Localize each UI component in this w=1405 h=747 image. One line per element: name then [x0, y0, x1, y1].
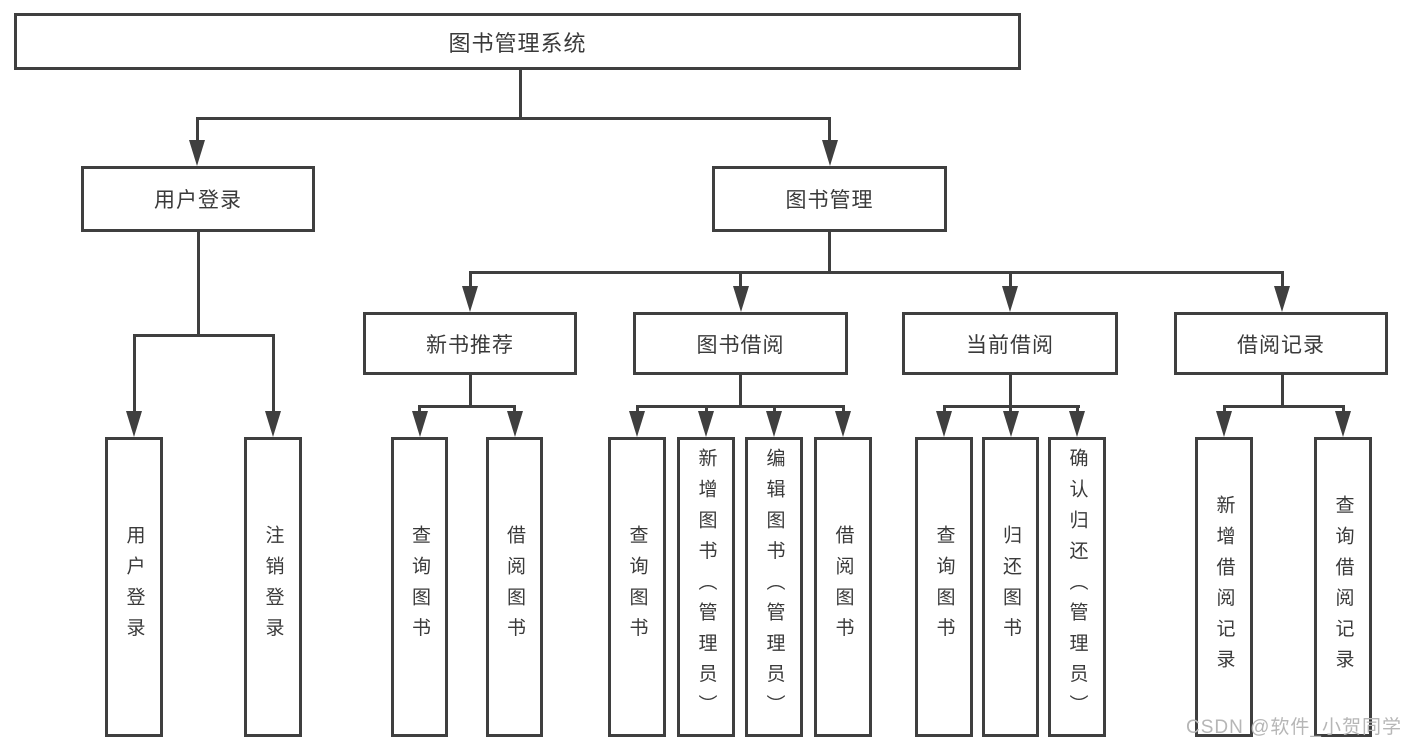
leaf-query-books-borrow-label: 查询图书: [626, 525, 648, 649]
arrowhead-leaf: [698, 411, 714, 437]
arrowhead-leaf-user-login: [126, 411, 142, 437]
node-user-login-label: 用户登录: [154, 189, 242, 212]
leaf-confirm-return-admin-label: 确认归还（管理员）: [1066, 448, 1088, 726]
leaf-user-login-label: 用户登录: [123, 525, 145, 649]
arrowhead-borrow-records: [1274, 286, 1290, 312]
arrowhead-leaf-logout: [265, 411, 281, 437]
leaf-query-books-recommend-label: 查询图书: [409, 525, 430, 649]
connector-stem-current-borrow: [1008, 270, 1012, 288]
arrowhead-leaf: [411, 411, 428, 437]
connector-stem-leaf: [418, 404, 421, 413]
leaf-user-login: 用户登录: [105, 437, 163, 737]
node-borrow-records: 借阅记录: [1174, 312, 1388, 375]
connector-stem-book-borrow: [739, 270, 742, 288]
node-new-book-recommend: 新书推荐: [363, 312, 577, 375]
connector-stem-leaf: [513, 404, 516, 413]
connector-stem-leaf: [772, 404, 776, 413]
leaf-query-books-borrow: 查询图书: [608, 437, 666, 737]
node-book-management: 图书管理: [712, 166, 947, 232]
connector-stem-leaf-user-login: [132, 333, 136, 412]
leaf-borrow-books: 借阅图书: [814, 437, 872, 737]
connector-stem-leaf: [942, 404, 946, 413]
leaf-add-book-admin: 新增图书（管理员）: [677, 437, 735, 737]
leaf-query-books-current-label: 查询图书: [933, 525, 955, 649]
leaf-borrow-books-recommend-label: 借阅图书: [504, 525, 525, 649]
connector-book-borrow-hline: [635, 404, 845, 408]
connector-stem-leaf: [1009, 404, 1012, 413]
arrowhead-book-management: [821, 140, 838, 166]
leaf-add-borrow-record-label: 新增借阅记录: [1213, 494, 1235, 680]
connector-stem-leaf: [1075, 404, 1079, 413]
arrowhead-user-login: [189, 140, 205, 166]
leaf-query-borrow-record-label: 查询借阅记录: [1332, 494, 1354, 680]
connector-sections-hline: [468, 270, 1283, 274]
connector-stem-new-book: [468, 270, 472, 288]
connector-book-borrow-trunk: [739, 375, 742, 407]
arrowhead-leaf: [936, 411, 952, 437]
leaf-edit-book-admin: 编辑图书（管理员）: [745, 437, 803, 737]
leaf-borrow-books-recommend: 借阅图书: [486, 437, 543, 737]
connector-root-hline: [195, 117, 831, 120]
arrowhead-leaf: [1335, 411, 1351, 437]
leaf-add-book-admin-label: 新增图书（管理员）: [695, 448, 717, 726]
node-current-borrow: 当前借阅: [902, 312, 1118, 375]
node-book-management-label: 图书管理: [785, 189, 874, 212]
connector-stem-leaf-logout: [271, 333, 275, 412]
connector-user-login-hline: [132, 333, 275, 337]
connector-stem-leaf: [635, 404, 639, 413]
leaf-logout-label: 注销登录: [262, 525, 284, 649]
leaf-edit-book-admin-label: 编辑图书（管理员）: [763, 448, 785, 726]
arrowhead-leaf: [1216, 411, 1232, 437]
arrowhead-current-borrow: [1002, 286, 1018, 312]
arrowhead-leaf: [835, 411, 851, 437]
connector-current-borrow-trunk: [1008, 375, 1012, 407]
leaf-confirm-return-admin: 确认归还（管理员）: [1048, 437, 1106, 737]
connector-stem-user-login: [195, 117, 199, 142]
arrowhead-book-borrow: [732, 286, 749, 312]
connector-stem-leaf: [1222, 404, 1226, 413]
arrowhead-leaf: [629, 411, 645, 437]
connector-user-login-trunk: [196, 232, 200, 336]
csdn-watermark: CSDN @软件_小贺同学: [1186, 717, 1402, 738]
node-new-book-recommend-label: 新书推荐: [426, 333, 514, 357]
arrowhead-leaf: [1069, 411, 1085, 437]
leaf-return-book: 归还图书: [982, 437, 1039, 737]
node-book-borrow-label: 图书借阅: [696, 333, 785, 357]
node-user-login: 用户登录: [81, 166, 315, 232]
connector-root-trunk: [518, 67, 522, 118]
leaf-logout: 注销登录: [244, 437, 302, 737]
node-borrow-records-label: 借阅记录: [1237, 333, 1325, 357]
connector-new-book-trunk: [468, 375, 472, 407]
connector-stem-book-management: [828, 117, 831, 142]
connector-book-management-trunk: [828, 232, 831, 273]
leaf-query-borrow-record: 查询借阅记录: [1314, 437, 1372, 737]
connector-stem-leaf: [704, 404, 708, 413]
arrowhead-new-book: [462, 286, 478, 312]
node-book-borrow: 图书借阅: [633, 312, 848, 375]
leaf-query-books-current: 查询图书: [915, 437, 973, 737]
node-current-borrow-label: 当前借阅: [966, 333, 1054, 357]
arrowhead-leaf: [506, 411, 523, 437]
connector-borrow-records-trunk: [1280, 375, 1284, 407]
connector-stem-leaf: [841, 404, 845, 413]
connector-new-book-hline: [418, 404, 516, 408]
leaf-borrow-books-label: 借阅图书: [832, 525, 854, 649]
connector-stem-leaf: [1341, 404, 1345, 413]
leaf-query-books-recommend: 查询图书: [391, 437, 448, 737]
leaf-return-book-label: 归还图书: [1000, 525, 1021, 649]
arrowhead-leaf: [1002, 411, 1019, 437]
leaf-add-borrow-record: 新增借阅记录: [1195, 437, 1253, 737]
node-library-system: 图书管理系统: [14, 13, 1021, 70]
node-library-system-label: 图书管理系统: [448, 30, 587, 56]
arrowhead-leaf: [766, 411, 782, 437]
connector-stem-borrow-records: [1280, 270, 1284, 288]
connector-borrow-records-hline: [1222, 404, 1345, 408]
